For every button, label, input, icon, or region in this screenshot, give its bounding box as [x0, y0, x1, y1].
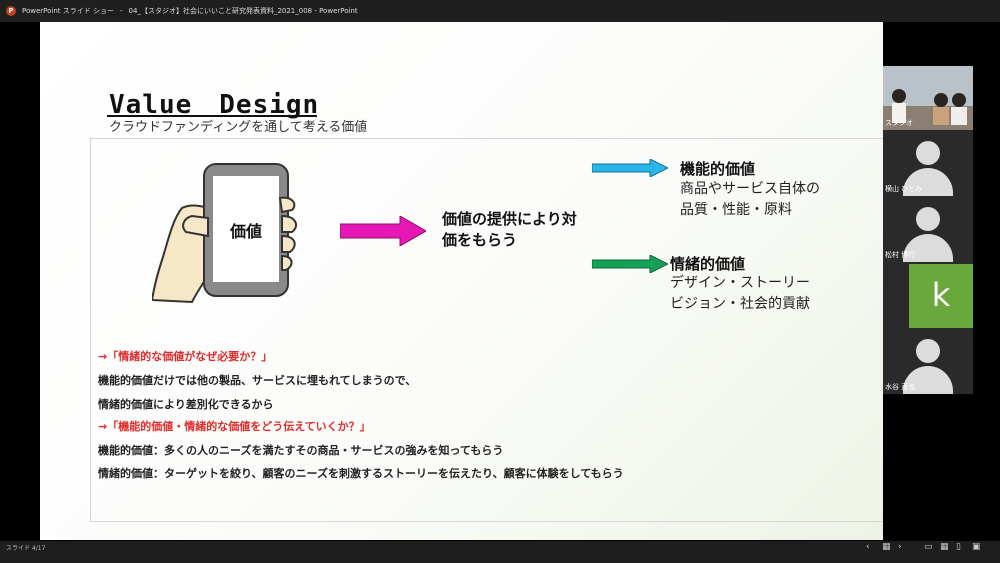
participant-tile-studio[interactable]: スタジオ [883, 66, 973, 130]
powerpoint-icon: P [6, 6, 16, 16]
emotional-value-heading: 情緒的価値 [670, 255, 746, 273]
participant-name-matsumura: 松村 博行 [885, 251, 916, 259]
avatar-head-icon [916, 207, 940, 231]
bullet-question-1: →「情緒的な価値がなぜ必要か？」 [98, 350, 273, 363]
slide-subtitle: クラウドファンディングを通して考える価値 [109, 120, 368, 135]
participant-tile-k[interactable]: k [883, 264, 973, 328]
bullet-text-1: 機能的価値だけでは他の製品、サービスに埋もれてしまうので、 [98, 374, 417, 387]
window-titlebar: P PowerPoint スライド ショー - 04_【スタジオ】社会にいいこと… [0, 0, 1000, 22]
participant-name-yokoyama: 横山 ひとみ [885, 185, 923, 193]
functional-value-line1: 商品やサービス自体の [680, 181, 820, 197]
content-frame [90, 138, 883, 522]
status-bar: スライド 4/17 ‹ ▦ › ▭ ▦ ▯ ▣ [0, 541, 1000, 563]
functional-arrow-icon [592, 159, 668, 177]
reading-view-icon[interactable]: ▯ [956, 542, 961, 552]
video-gallery-panel: スタジオ 横山 ひとみ 松村 博行 k 水谷 直也 [883, 66, 973, 394]
slide-counter: スライド 4/17 [6, 545, 46, 552]
studio-video-icon [883, 66, 973, 130]
slideshow-view-icon[interactable]: ▣ [972, 542, 981, 552]
participant-tile-mizutani[interactable]: 水谷 直也 [883, 330, 973, 394]
avatar-head-icon [916, 141, 940, 165]
participant-tile-yokoyama[interactable]: 横山 ひとみ [883, 132, 973, 196]
center-arrow-icon [340, 216, 426, 246]
normal-view-icon[interactable]: ▭ [924, 542, 933, 552]
phone-value-label: 価値 [230, 222, 263, 241]
previous-slide-icon[interactable]: ‹ [866, 542, 870, 552]
participant-name-mizutani: 水谷 直也 [885, 383, 916, 391]
avatar-head-icon [916, 339, 940, 363]
center-text: 価値の提供により対価をもらう [442, 210, 577, 249]
emotional-value-line1: デザイン・ストーリー [670, 275, 810, 291]
functional-value-heading: 機能的価値 [680, 160, 756, 178]
slide-sorter-icon[interactable]: ▦ [940, 542, 949, 552]
next-slide-icon[interactable]: › [898, 542, 902, 552]
hand-holding-phone-icon [152, 163, 298, 304]
emotional-arrow-icon [592, 255, 668, 273]
slide-canvas: Value Design クラウドファンディングを通して考える価値 価値 価値の… [40, 22, 883, 540]
bullet-text-3: 機能的価値：多くの人のニーズを満たすその商品・サービスの強みを知ってもらう [98, 444, 504, 457]
participant-tile-matsumura[interactable]: 松村 博行 [883, 198, 973, 262]
bullet-question-2: →「機能的価値・情緒的な価値をどう伝えていくか？」 [98, 420, 371, 433]
app-name: PowerPoint スライド ショー [22, 7, 114, 15]
participant-initial-k: k [909, 264, 973, 328]
bullet-text-4: 情緒的価値：ターゲットを絞り、顧客のニーズを刺激するストーリーを伝えたり、顧客に… [98, 467, 624, 480]
emotional-value-line2: ビジョン・社会的貢献 [670, 296, 810, 312]
title-underline [107, 115, 317, 117]
functional-value-line2: 品質・性能・原料 [680, 202, 792, 218]
title-separator: - [120, 7, 123, 15]
document-title: 04_【スタジオ】社会にいいこと研究発表資料_2021_008 - PowerP… [128, 7, 358, 15]
bullet-text-2: 情緒的価値により差別化できるから [98, 398, 274, 411]
participant-name-studio: スタジオ [885, 119, 913, 127]
grid-view-icon[interactable]: ▦ [882, 542, 891, 552]
